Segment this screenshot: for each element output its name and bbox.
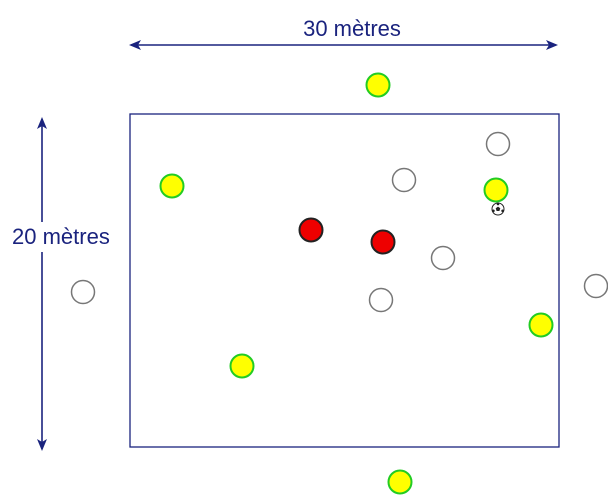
yellow-player[interactable] bbox=[528, 312, 554, 338]
red-player[interactable] bbox=[298, 217, 324, 243]
height-label-backdrop bbox=[12, 222, 127, 252]
white-player[interactable] bbox=[70, 279, 96, 305]
yellow-player[interactable] bbox=[229, 353, 255, 379]
red-player[interactable] bbox=[370, 229, 396, 255]
white-player[interactable] bbox=[430, 245, 456, 271]
width-dimension-label: 30 mètres bbox=[303, 16, 401, 41]
yellow-player[interactable] bbox=[387, 469, 413, 495]
training-field bbox=[129, 113, 560, 448]
white-player[interactable] bbox=[391, 167, 417, 193]
white-player[interactable] bbox=[485, 131, 511, 157]
yellow-player[interactable] bbox=[483, 177, 509, 203]
soccer-ball-icon[interactable] bbox=[491, 202, 505, 216]
yellow-player[interactable] bbox=[159, 173, 185, 199]
yellow-player[interactable] bbox=[365, 72, 391, 98]
height-dimension-label: 20 mètres bbox=[12, 224, 110, 249]
white-player[interactable] bbox=[368, 287, 394, 313]
white-player[interactable] bbox=[583, 273, 608, 299]
